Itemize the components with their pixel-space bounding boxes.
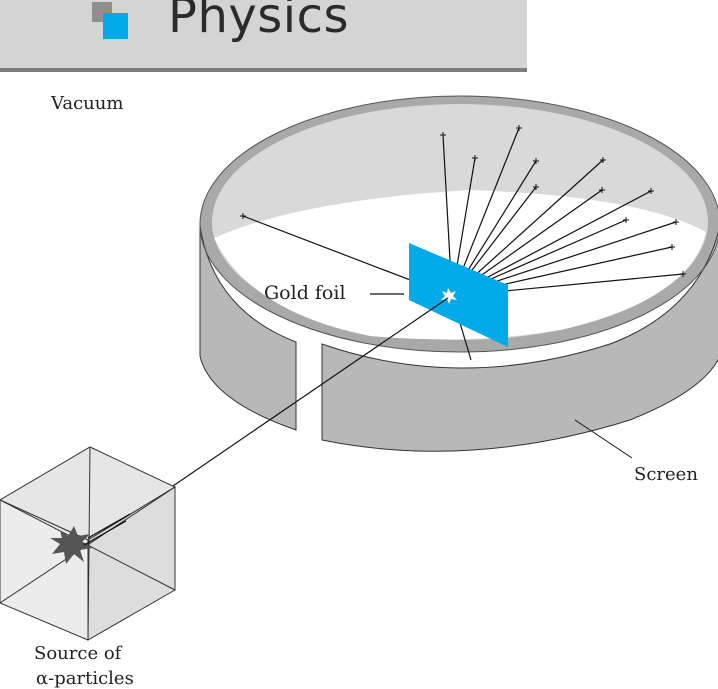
header-rule <box>0 68 527 72</box>
source-barrel <box>87 513 131 539</box>
source-label-line1: Source of <box>34 643 122 664</box>
cube-edge <box>0 486 176 604</box>
screen-rim-outline <box>199 95 718 353</box>
header-band <box>0 0 527 68</box>
source-cube <box>0 446 177 641</box>
screen-leader-line <box>574 419 633 459</box>
source-barrel <box>83 520 127 546</box>
page-title: Physics <box>168 0 350 44</box>
source-label-line2: α-particles <box>36 668 134 689</box>
screen-front-wall <box>199 225 297 431</box>
vacuum-label: Vacuum <box>51 93 124 114</box>
ray-end-marks <box>240 125 686 277</box>
logo-square-blue-icon <box>103 13 128 39</box>
impact-star-icon <box>441 288 457 304</box>
source-burst-icon <box>50 526 92 564</box>
screen-label: Screen <box>634 464 698 485</box>
gold-foil-label: Gold foil <box>264 282 346 304</box>
gold-foil <box>409 243 508 347</box>
screen-front-wall-right <box>321 231 718 452</box>
